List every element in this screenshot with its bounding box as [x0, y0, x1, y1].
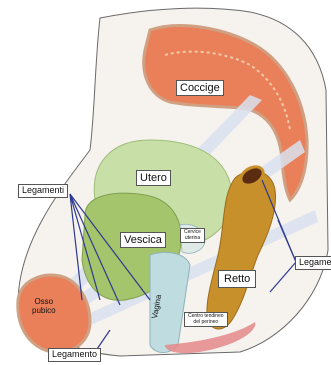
- label-ligaments-right: Legamenti: [295, 256, 331, 270]
- label-coccyx: Coccige: [176, 80, 224, 96]
- label-ligaments-left: Legamenti: [18, 184, 68, 198]
- label-ligament-bottom: Legamento: [48, 348, 101, 362]
- label-uterus: Utero: [136, 170, 171, 186]
- label-perineal-body-line2: del perineo: [188, 320, 224, 326]
- label-cervix-line2: uterina: [184, 236, 201, 242]
- label-bladder: Vescica: [120, 232, 166, 248]
- label-rectum: Retto: [218, 270, 256, 288]
- label-pubic-bone-line2: pubico: [32, 307, 56, 316]
- label-perineal-body: Centro tendineo del perineo: [184, 312, 228, 327]
- label-pubic-bone: Osso pubico: [32, 298, 56, 316]
- label-cervix: Cervice uterina: [180, 228, 205, 243]
